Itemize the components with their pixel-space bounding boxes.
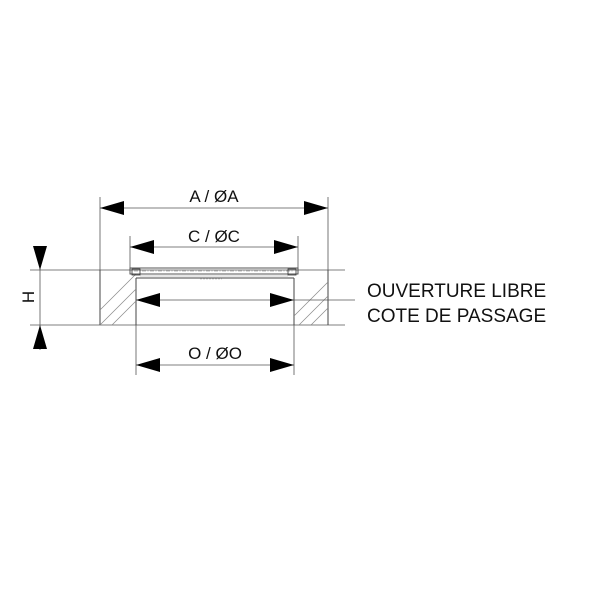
dimension-c	[130, 240, 298, 254]
dim-c-label: C / ØC	[188, 227, 240, 246]
dim-h-top-arrow	[33, 246, 47, 270]
dim-c-left-arrow	[130, 240, 154, 254]
dim-o-right-arrow	[270, 358, 294, 372]
dim-a-label: A / ØA	[189, 187, 239, 206]
inner-right-arrow	[270, 293, 294, 307]
dim-o-label: O / ØO	[188, 344, 242, 363]
cover-plate	[129, 267, 299, 280]
frame-section	[30, 269, 345, 326]
note-cote-de-passage: COTE DE PASSAGE	[367, 306, 546, 327]
opening-inner-arrows	[136, 293, 294, 307]
left-wall-hatch	[100, 273, 136, 325]
note-ouverture-libre: OUVERTURE LIBRE	[367, 281, 546, 302]
dim-h-bottom-arrow	[33, 325, 47, 349]
dimension-o	[136, 358, 294, 372]
dim-c-right-arrow	[274, 240, 298, 254]
right-wall-hatch	[294, 281, 328, 325]
extension-lines	[99, 197, 355, 375]
dim-a-right-arrow	[304, 201, 328, 215]
inner-left-arrow	[136, 293, 160, 307]
dimension-a	[100, 201, 328, 215]
dim-a-left-arrow	[100, 201, 124, 215]
dimension-h	[33, 246, 47, 350]
dim-h-label: H	[19, 291, 38, 303]
dim-o-left-arrow	[136, 358, 160, 372]
